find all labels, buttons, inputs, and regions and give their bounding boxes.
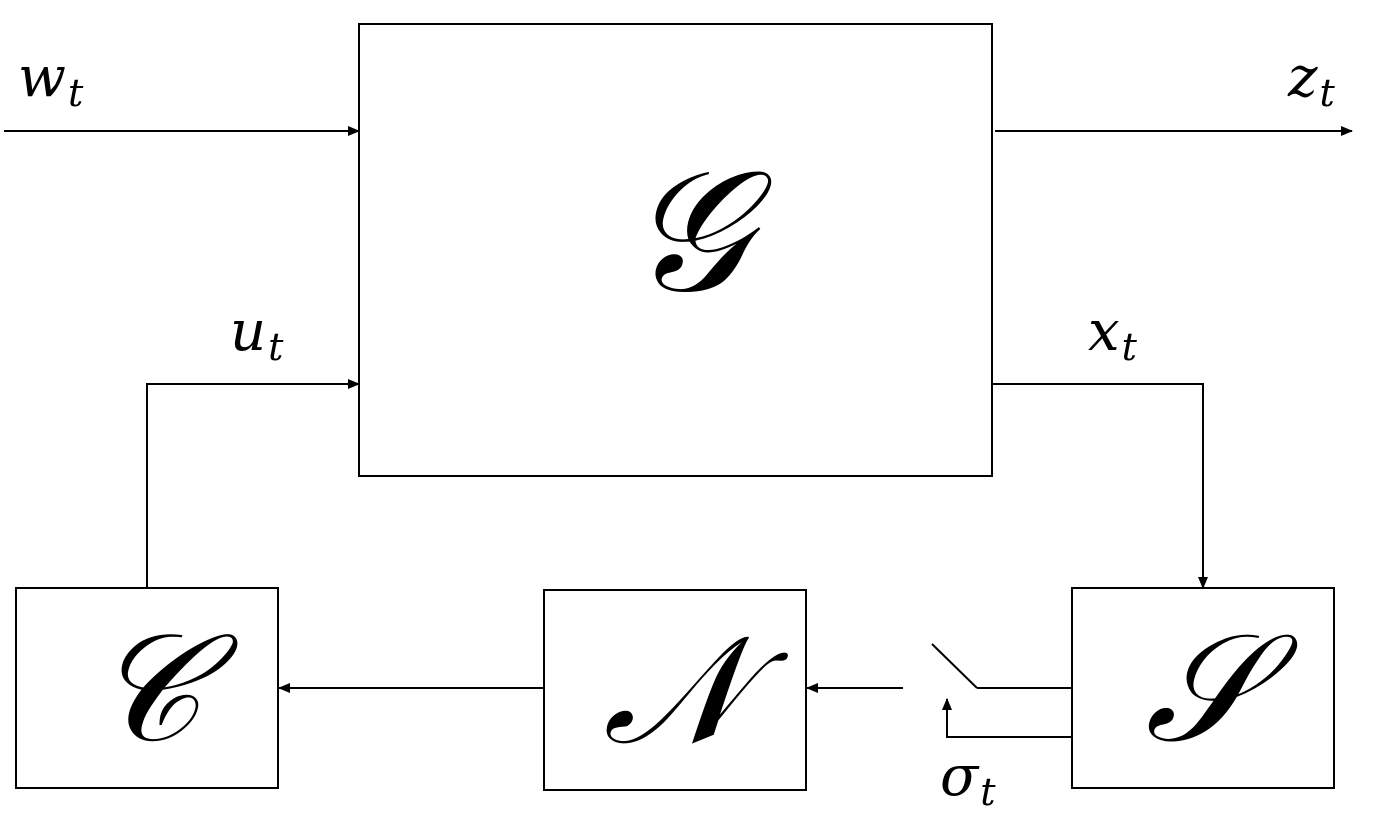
state-arrow xyxy=(992,383,1208,589)
plant-block: 𝒢 xyxy=(358,23,993,477)
plant-symbol: 𝒢 xyxy=(627,133,772,331)
control-label: ut xyxy=(230,299,284,369)
switch-blade xyxy=(931,643,978,689)
state-label: xt xyxy=(1088,299,1138,369)
sensor-block: 𝒮 xyxy=(1071,587,1335,789)
disturbance-label: wt xyxy=(18,45,84,115)
controller-block: 𝒞 xyxy=(15,587,279,789)
network-block: 𝒩 xyxy=(543,589,807,791)
schedule-label: σt xyxy=(940,744,996,814)
switch xyxy=(931,643,1072,738)
schedule-arrow xyxy=(942,698,1072,738)
control-arrow xyxy=(146,379,360,588)
output-label: zt xyxy=(1287,45,1336,115)
